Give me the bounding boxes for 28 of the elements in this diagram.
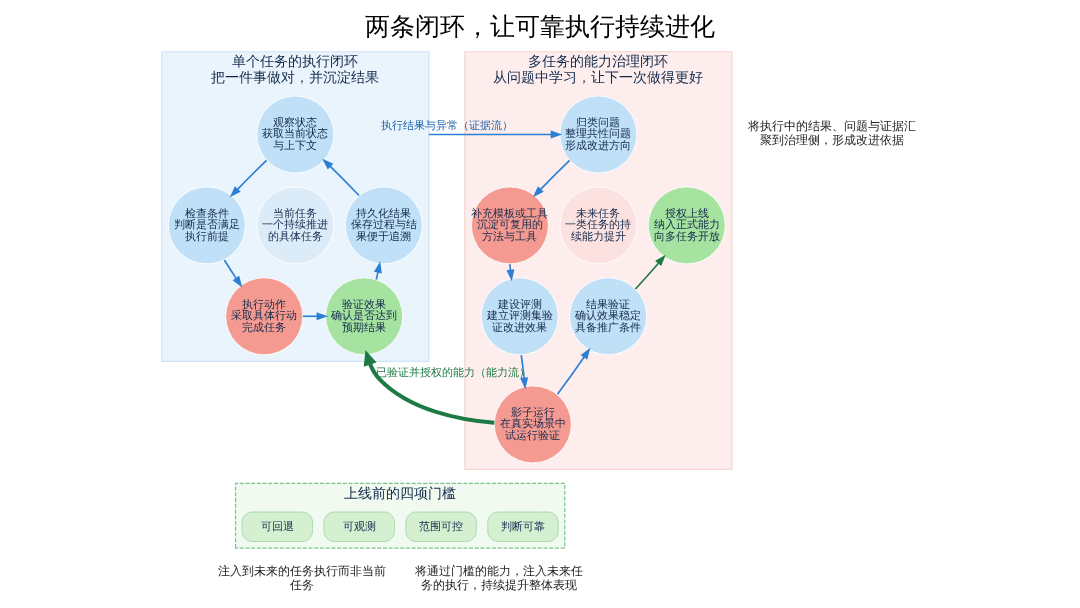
node-circle: 未来任务 一类任务的持续能力提升	[559, 186, 638, 265]
arrow	[520, 354, 529, 390]
arrow	[223, 259, 243, 288]
node-box: 范围可控	[405, 511, 477, 542]
label: 注入到未来的任务执行而非当前任务	[217, 564, 386, 593]
node-box: 可回退	[241, 511, 313, 542]
arrow	[556, 347, 591, 396]
node-circle: 建设评测 建立评测集验证改进效果	[480, 277, 559, 356]
node-circle: 归类问题 整理共性问题形成改进方向	[559, 95, 638, 174]
edge-label: 执行结果与异常（证据流）	[380, 119, 513, 133]
arrow	[532, 159, 571, 198]
node-circle: 结果验证 确认效果稳定具备推广条件	[569, 277, 648, 356]
arrow	[634, 254, 666, 290]
arrow	[302, 312, 329, 321]
node-box: 判断可靠	[487, 511, 559, 542]
diagram-title: 两条闭环，让可靠执行持续进化	[365, 11, 715, 41]
arrow	[363, 349, 495, 425]
node-circle: 当前任务 一个持续推进的具体任务	[256, 186, 335, 265]
label: 将执行中的结果、问题与证据汇聚到治理侧，形成改进依据	[747, 119, 916, 148]
arrow	[322, 158, 360, 197]
arrow	[428, 130, 563, 139]
node-circle: 持久化结果 保存过程与结果便于追溯	[344, 186, 423, 265]
label: 将通过门槛的能力，注入未来任务的执行，持续提升整体表现	[415, 564, 584, 593]
arrow	[506, 263, 515, 282]
node-circle: 验证效果 确认是否达到预期结果	[325, 277, 404, 356]
node-circle: 影子运行 在真实场景中试运行验证	[493, 385, 572, 464]
node-box: 可观测	[323, 511, 395, 542]
arrow	[229, 159, 268, 198]
